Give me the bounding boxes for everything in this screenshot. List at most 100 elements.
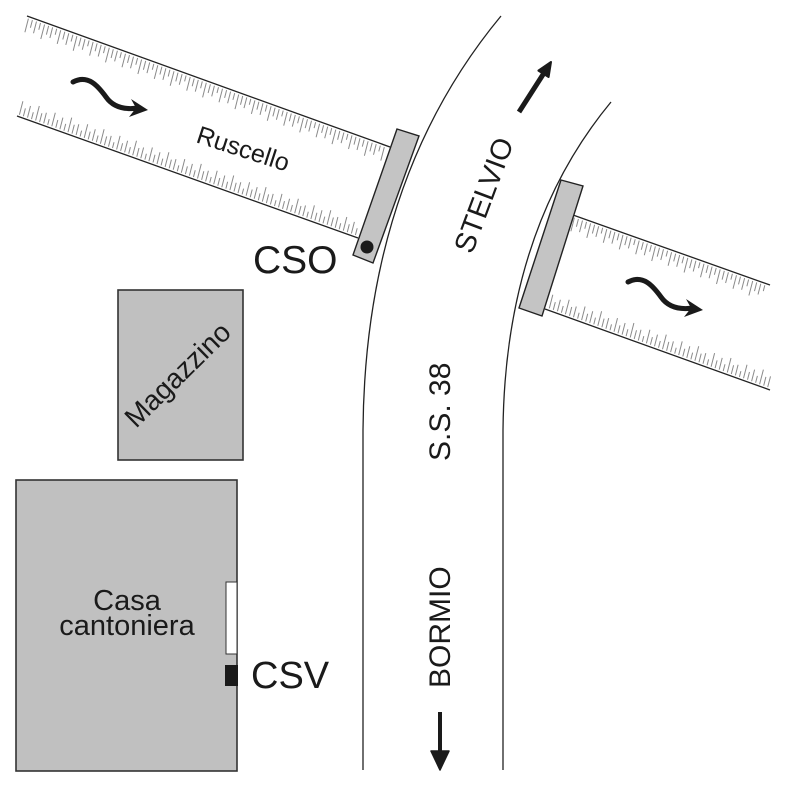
hatch-tick	[746, 279, 750, 287]
hatch-tick	[759, 369, 764, 385]
stream-channel-downstream	[544, 214, 771, 391]
hatch-tick	[310, 205, 315, 220]
hatch-tick	[24, 18, 29, 33]
hatch-tick	[294, 198, 299, 214]
hatch-tick	[690, 352, 694, 360]
hatch-tick	[283, 111, 288, 126]
hatch-tick	[649, 244, 652, 252]
hatch-tick	[146, 62, 151, 74]
hatch-tick	[322, 216, 326, 224]
hatch-tick	[609, 324, 612, 331]
hatch-tick	[153, 65, 159, 80]
cso-marker-icon	[360, 240, 374, 254]
hatch-tick	[172, 158, 177, 170]
hatch-tick	[682, 348, 686, 357]
arrow-shaft	[516, 71, 547, 114]
hatch-tick	[308, 120, 312, 132]
hatch-tick	[645, 329, 651, 344]
hatch-tick	[613, 317, 618, 332]
hatch-tick	[754, 282, 758, 292]
hatch-tick	[324, 126, 329, 139]
hatch-tick	[747, 371, 750, 380]
hatch-tick	[257, 193, 261, 201]
hatch-tick	[705, 264, 709, 274]
hatch-tick	[67, 117, 73, 133]
hatch-tick	[29, 19, 33, 28]
hatch-tick	[232, 92, 236, 101]
hatch-tick	[617, 325, 621, 334]
hatch-tick	[734, 364, 739, 376]
hatch-tick	[584, 221, 587, 229]
hatch-tick	[621, 322, 626, 335]
hatch-tick	[191, 78, 195, 87]
hatch-tick	[261, 186, 267, 202]
hatch-tick	[722, 364, 726, 372]
hatch-tick	[757, 283, 762, 295]
hatch-tick	[18, 101, 24, 115]
flow-arrow-head	[684, 299, 703, 317]
hatch-tick	[81, 38, 86, 50]
flow-arrow-shaft	[625, 276, 696, 312]
hatch-tick	[730, 365, 735, 375]
hatch-tick	[256, 101, 260, 110]
hatch-tick	[137, 59, 143, 75]
hatch-tick	[54, 28, 58, 35]
hatch-tick	[250, 100, 256, 115]
arrow-down-icon	[430, 712, 450, 771]
road-ss38	[362, 15, 612, 770]
hatch-tick	[87, 40, 90, 47]
hatch-tick	[714, 360, 718, 369]
hatch-tick	[290, 204, 293, 212]
hatch-tick	[240, 95, 244, 105]
hatch-tick	[288, 113, 292, 122]
hatch-tick	[78, 37, 82, 47]
hatch-tick	[248, 98, 252, 105]
hatch-tick	[217, 177, 221, 186]
hatch-tick	[201, 171, 205, 181]
hatch-tick	[94, 43, 98, 52]
hatch-tick	[340, 132, 345, 144]
flow-arrow-shaft	[70, 76, 141, 112]
hatch-tick	[127, 54, 130, 64]
hatch-tick	[708, 266, 713, 279]
hatch-tick	[716, 269, 721, 285]
hatch-tick	[188, 163, 193, 176]
channel-bank-top	[572, 214, 771, 286]
hatch-tick	[229, 175, 235, 191]
hatch-tick	[200, 81, 203, 89]
arrow-head	[430, 750, 450, 771]
hatch-tick	[356, 138, 361, 151]
hatch-tick	[49, 27, 54, 39]
hatch-tick	[689, 259, 693, 269]
hatch-tick	[637, 329, 642, 341]
hatch-tick	[33, 21, 37, 34]
hatch-tick	[762, 285, 766, 292]
direction-label-down: BORMIO	[424, 566, 457, 688]
bank-hatching-downstream	[548, 217, 771, 388]
hatch-tick	[564, 299, 570, 315]
hatch-tick	[575, 218, 579, 227]
hatch-tick	[291, 114, 296, 127]
hatch-tick	[602, 228, 608, 243]
hatch-tick	[112, 142, 115, 149]
hatch-tick	[597, 311, 603, 327]
hatch-tick	[581, 306, 586, 321]
hatch-tick	[136, 147, 140, 157]
hatch-tick	[116, 135, 121, 150]
hatch-tick	[629, 322, 635, 338]
flow-arrow-icon	[625, 276, 703, 317]
hatch-tick	[373, 143, 377, 155]
hatch-tick	[114, 50, 118, 62]
hatch-tick	[59, 117, 64, 130]
hatch-tick	[608, 230, 612, 239]
hatch-tick	[151, 63, 155, 70]
hatch-tick	[726, 357, 732, 373]
hatch-tick	[197, 163, 202, 179]
culvert-outlet-structure	[518, 179, 584, 317]
hatch-tick	[654, 334, 658, 347]
hatch-tick	[156, 152, 161, 165]
stream-channel-upstream	[16, 15, 391, 239]
hatch-tick	[673, 253, 677, 262]
road-edge-left	[362, 15, 502, 770]
road-name-label: S.S. 38	[424, 363, 457, 461]
